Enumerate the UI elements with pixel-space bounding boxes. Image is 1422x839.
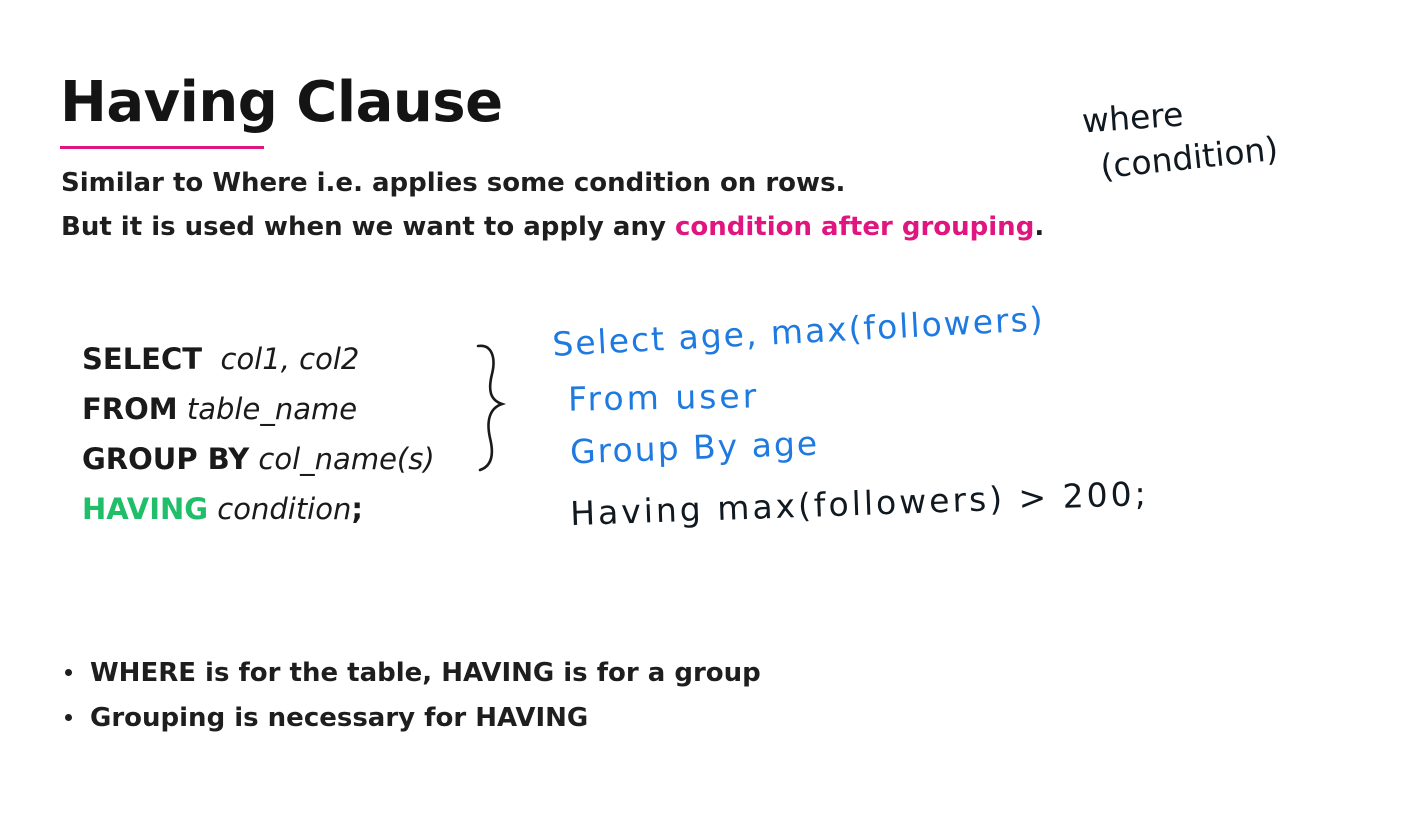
syntax-keyword-having: HAVING <box>82 492 209 526</box>
intro-highlight: condition after grouping <box>674 212 1035 242</box>
intro-line-2-suffix: . <box>1034 212 1045 242</box>
handwritten-having: Having max(followers) > 200; <box>569 473 1150 534</box>
bullet-dot-icon <box>65 714 72 721</box>
bullet-dot-icon <box>65 669 72 676</box>
bullet-list: WHERE is for the table, HAVING is for a … <box>60 650 761 740</box>
slide-title: Having Clause <box>60 70 503 135</box>
bullet-text: WHERE is for the table, HAVING is for a … <box>90 657 761 688</box>
list-item: WHERE is for the table, HAVING is for a … <box>60 650 761 695</box>
intro-line-2: But it is used when we want to apply any… <box>61 212 1044 242</box>
syntax-arg: col1, col2 <box>220 342 360 376</box>
syntax-keyword: FROM <box>82 392 178 426</box>
handwritten-query-groupby: Group By age <box>569 423 820 472</box>
bullet-text: Grouping is necessary for HAVING <box>90 702 589 733</box>
intro-line-2-prefix: But it is used when we want to apply any <box>61 212 675 242</box>
handwritten-query-select: Select age, max(followers) <box>551 299 1046 364</box>
syntax-terminator: ; <box>351 492 363 526</box>
syntax-arg: table_name <box>186 392 358 426</box>
syntax-having-line: HAVING condition; <box>82 492 363 526</box>
intro-line-1: Similar to Where i.e. applies some condi… <box>61 168 846 198</box>
handwritten-note-where: where <box>1080 94 1185 141</box>
curly-brace-annotation <box>476 344 507 472</box>
syntax-keyword: GROUP BY <box>82 442 250 476</box>
syntax-arg: col_name(s) <box>258 442 435 476</box>
syntax-select-line: SELECT col1, col2 <box>82 342 359 376</box>
syntax-groupby-line: GROUP BY col_name(s) <box>82 442 435 476</box>
list-item: Grouping is necessary for HAVING <box>60 695 761 740</box>
syntax-arg: condition <box>217 492 352 526</box>
title-underline <box>60 146 264 149</box>
syntax-from-line: FROM table_name <box>82 392 357 426</box>
handwritten-query-from: From user <box>567 376 760 419</box>
syntax-keyword: SELECT <box>82 342 203 376</box>
